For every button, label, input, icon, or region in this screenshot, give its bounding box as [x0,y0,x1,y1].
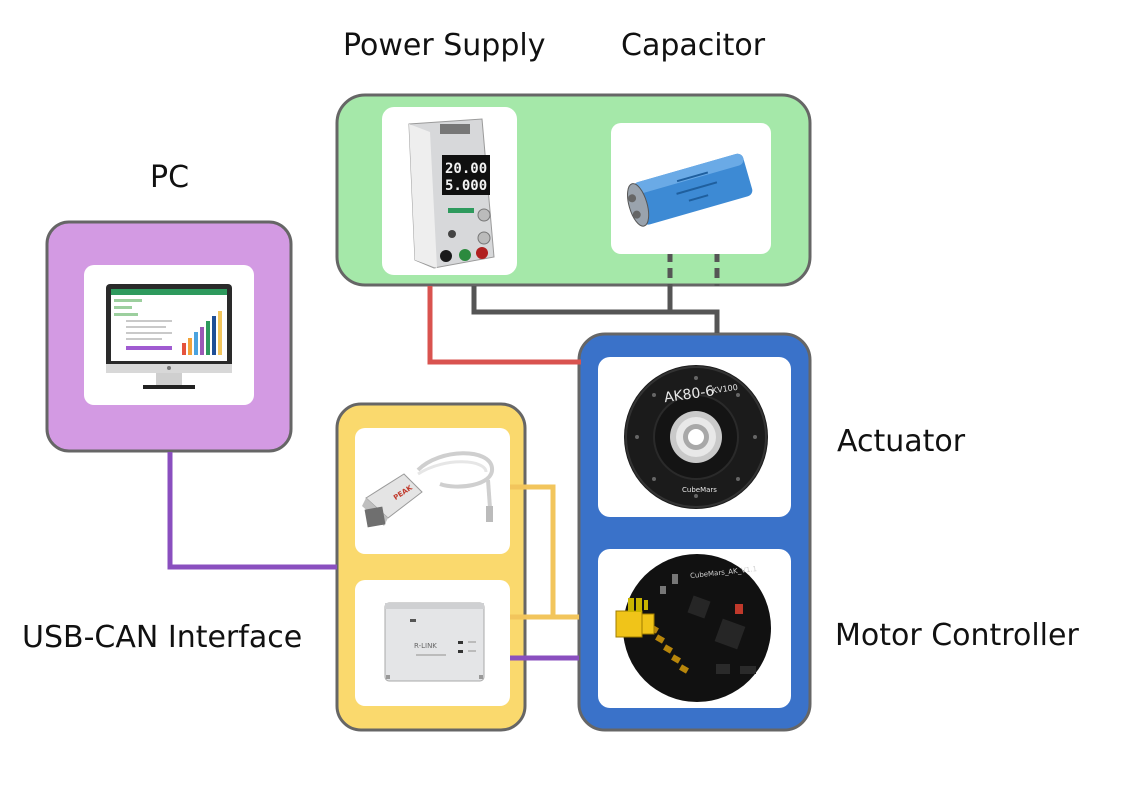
capacitor-icon [627,153,753,227]
wire-ground-1 [471,286,720,333]
usb-adapter-panel [355,428,510,554]
capacitor-label: Capacitor [621,28,766,63]
wires [167,252,720,661]
motor-controller-label: Motor Controller [835,618,1079,653]
monitor-icon [106,284,232,389]
motor-controller-board-icon: CubeMars_AK_V1.1 [615,554,771,702]
psu-voltage-text: 20.00 [445,161,487,177]
r-link-title-text: R-LINK [414,642,437,650]
psu-current-text: 5.000 [445,178,487,194]
actuator-kv-text: KV100 [711,383,738,396]
actuator-model-text: AK80-6 [663,383,715,406]
actuator-motor-icon: AK80-6 KV100 CubeMars [624,365,768,509]
pc-label: PC [150,160,190,195]
wire-pc-usb [167,452,337,570]
usb-can-adapter-icon: PEAK [362,451,494,528]
r-link-icon: R-LINK [384,602,485,682]
wire-positive [427,286,581,365]
wire-can-high-1 [510,484,579,620]
actuator-brand-text: CubeMars [682,486,717,494]
actuator-label: Actuator [837,424,966,459]
usb-can-interface-label: USB-CAN Interface [22,620,303,655]
power-supply-label: Power Supply [343,28,546,63]
power-supply-icon: 20.00 5.000 [408,118,495,269]
